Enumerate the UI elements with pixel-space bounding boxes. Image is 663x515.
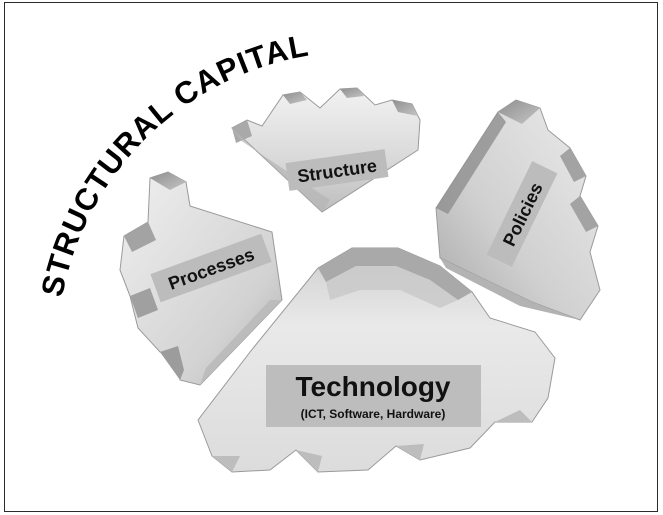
- label-technology: Technology: [295, 371, 450, 402]
- gear-segment-policies: Policies: [435, 99, 601, 321]
- label-technology-subtitle: (ICT, Software, Hardware): [301, 407, 446, 421]
- gear-segment-structure: Structure: [231, 87, 421, 213]
- gear-segment-technology: Technology (ICT, Software, Hardware): [197, 247, 556, 473]
- gear-segment-processes: Processes: [119, 171, 283, 386]
